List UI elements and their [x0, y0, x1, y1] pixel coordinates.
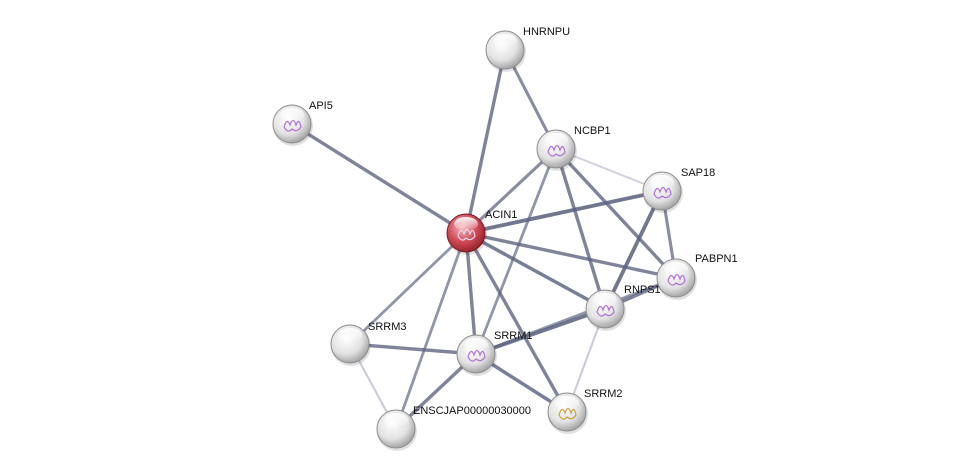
node-label-enscjap: ENSCJAP00000030000 [413, 405, 531, 417]
edge-acin1-srrm2[interactable] [464, 232, 569, 413]
edge-ncbp1-rnps1[interactable] [554, 148, 607, 310]
node-srrm3[interactable] [330, 324, 371, 366]
node-pabpn1[interactable] [656, 258, 697, 300]
protein-structure-icon [457, 228, 476, 241]
edge-ncbp1-srrm1[interactable] [474, 148, 558, 355]
protein-structure-icon [547, 144, 566, 157]
edge-acin1-pabpn1[interactable] [465, 231, 677, 280]
edge-pabpn1-srrm1[interactable] [475, 276, 677, 356]
node-label-ncbp1: NCBP1 [574, 125, 611, 137]
node-label-srrm1: SRRM1 [494, 330, 533, 342]
node-srrm1[interactable] [456, 334, 497, 376]
edge-acin1-api5[interactable] [291, 122, 467, 235]
node-label-acin1: ACIN1 [485, 209, 517, 221]
edge-acin1-hnrnpu[interactable] [464, 49, 507, 234]
node-label-rnps1: RNPS1 [624, 284, 661, 296]
edge-acin1-srrm1[interactable] [464, 232, 478, 355]
node-rnps1[interactable] [585, 289, 626, 331]
protein-structure-icon [596, 304, 615, 317]
node-api5[interactable] [272, 104, 313, 146]
node-label-srrm2: SRRM2 [584, 388, 623, 400]
node-label-hnrnpu: HNRNPU [523, 26, 570, 38]
protein-structure-icon [467, 349, 486, 362]
protein-structure-icon [667, 273, 686, 286]
edge-acin1-srrm3[interactable] [349, 231, 467, 346]
edge-sap18-rnps1[interactable] [603, 190, 664, 310]
node-hnrnpu[interactable] [485, 30, 526, 72]
edge-acin1-rnps1[interactable] [465, 231, 606, 311]
node-acin1[interactable] [446, 213, 487, 255]
node-label-pabpn1: PABPN1 [695, 253, 738, 265]
node-label-sap18: SAP18 [681, 167, 715, 179]
protein-structure-icon [558, 407, 577, 420]
edge-srrm1-srrm3[interactable] [349, 342, 477, 356]
edge-acin1-enscjap[interactable] [394, 232, 468, 430]
protein-structure-icon [283, 119, 302, 132]
edge-ncbp1-pabpn1[interactable] [554, 147, 678, 280]
node-ncbp1[interactable] [536, 129, 577, 171]
protein-structure-icon [653, 186, 672, 199]
node-label-api5: API5 [309, 100, 333, 112]
edge-acin1-ncbp1[interactable] [464, 147, 558, 235]
node-enscjap[interactable] [376, 409, 417, 451]
node-srrm2[interactable] [547, 392, 588, 434]
node-sap18[interactable] [642, 171, 683, 213]
edge-acin1-sap18[interactable] [465, 189, 663, 235]
node-label-srrm3: SRRM3 [368, 321, 407, 333]
